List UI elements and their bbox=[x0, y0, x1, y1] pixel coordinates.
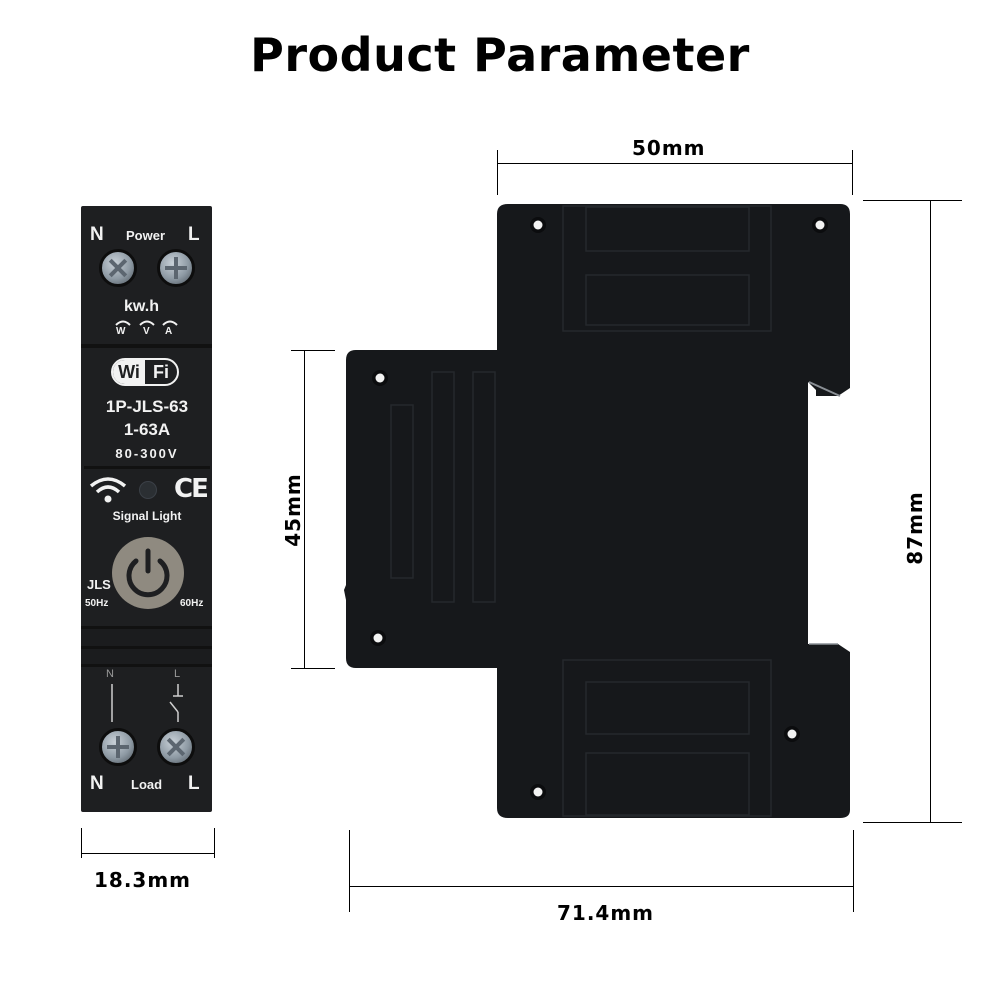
power-icon bbox=[126, 548, 170, 598]
signal-led bbox=[139, 481, 157, 499]
diagram-n-label: N bbox=[106, 668, 114, 680]
dim-label-profile-height: 87mm bbox=[902, 491, 927, 565]
dim-line-front-width bbox=[81, 853, 215, 854]
top-terminal-l-label: L bbox=[188, 224, 200, 245]
bottom-terminal-l-label: L bbox=[188, 773, 200, 794]
ce-mark-icon: CE bbox=[174, 474, 209, 504]
panel-divider bbox=[84, 466, 210, 469]
breaker-front-view bbox=[81, 206, 212, 812]
dim-tick bbox=[863, 200, 962, 201]
freq-60hz-label: 60Hz bbox=[180, 598, 204, 609]
model-label: 1P-JLS-63 bbox=[105, 397, 189, 416]
top-terminal-power-label: Power bbox=[126, 228, 166, 243]
wifi-badge-left: Wi bbox=[113, 360, 145, 384]
meter-label: kw.h bbox=[124, 298, 159, 315]
mounting-hole-icons bbox=[370, 217, 828, 800]
wifi-badge: Wi Fi bbox=[111, 358, 179, 386]
dim-tick bbox=[81, 828, 82, 858]
dim-line-profile-total-width bbox=[349, 886, 854, 887]
unit-a-label: A bbox=[165, 326, 173, 337]
dim-label-profile-total-width: 71.4mm bbox=[557, 901, 655, 925]
dim-tick bbox=[497, 150, 498, 195]
dim-tick bbox=[852, 150, 853, 195]
dim-tick bbox=[214, 828, 215, 858]
dim-line-profile-height bbox=[930, 200, 931, 823]
brand-label: JLS bbox=[87, 577, 111, 592]
page-title: Product Parameter bbox=[250, 28, 750, 82]
terminal-screw-icon bbox=[157, 728, 195, 766]
grip-line bbox=[81, 626, 212, 629]
signal-light-label: Signal Light bbox=[112, 509, 182, 523]
grip-line bbox=[81, 646, 212, 649]
dim-tick bbox=[863, 822, 962, 823]
dim-line-profile-left-height bbox=[304, 350, 305, 669]
grip-line bbox=[81, 664, 212, 667]
wifi-badge-right: Fi bbox=[153, 362, 169, 382]
dim-label-profile-left-height: 45mm bbox=[280, 473, 305, 547]
bottom-terminal-load-label: Load bbox=[131, 777, 163, 792]
dim-label-front-width: 18.3mm bbox=[94, 868, 192, 892]
dim-tick bbox=[349, 830, 350, 912]
dim-label-profile-top-width: 50mm bbox=[632, 136, 706, 160]
body-seam bbox=[81, 344, 212, 348]
dim-tick bbox=[853, 830, 854, 912]
unit-w-label: W bbox=[116, 326, 126, 337]
dim-tick bbox=[291, 668, 335, 669]
freq-50hz-label: 50Hz bbox=[85, 598, 109, 609]
top-terminal-n-label: N bbox=[90, 224, 104, 245]
terminal-screw-icon bbox=[99, 249, 137, 287]
power-button[interactable] bbox=[112, 537, 184, 609]
terminal-screw-icon bbox=[99, 728, 137, 766]
dim-tick bbox=[291, 350, 335, 351]
current-range-label: 1-63A bbox=[123, 420, 171, 439]
unit-v-label: V bbox=[143, 326, 150, 337]
voltage-range-label: 80-300V bbox=[115, 446, 179, 461]
switch-diagram-icon bbox=[111, 684, 183, 722]
wifi-signal-icon bbox=[89, 477, 127, 503]
dim-line-profile-top-width bbox=[497, 163, 853, 164]
diagram-l-label: L bbox=[174, 668, 181, 680]
bottom-terminal-n-label: N bbox=[90, 773, 104, 794]
meter-arc-icons bbox=[115, 320, 178, 326]
terminal-screw-icon bbox=[157, 249, 195, 287]
